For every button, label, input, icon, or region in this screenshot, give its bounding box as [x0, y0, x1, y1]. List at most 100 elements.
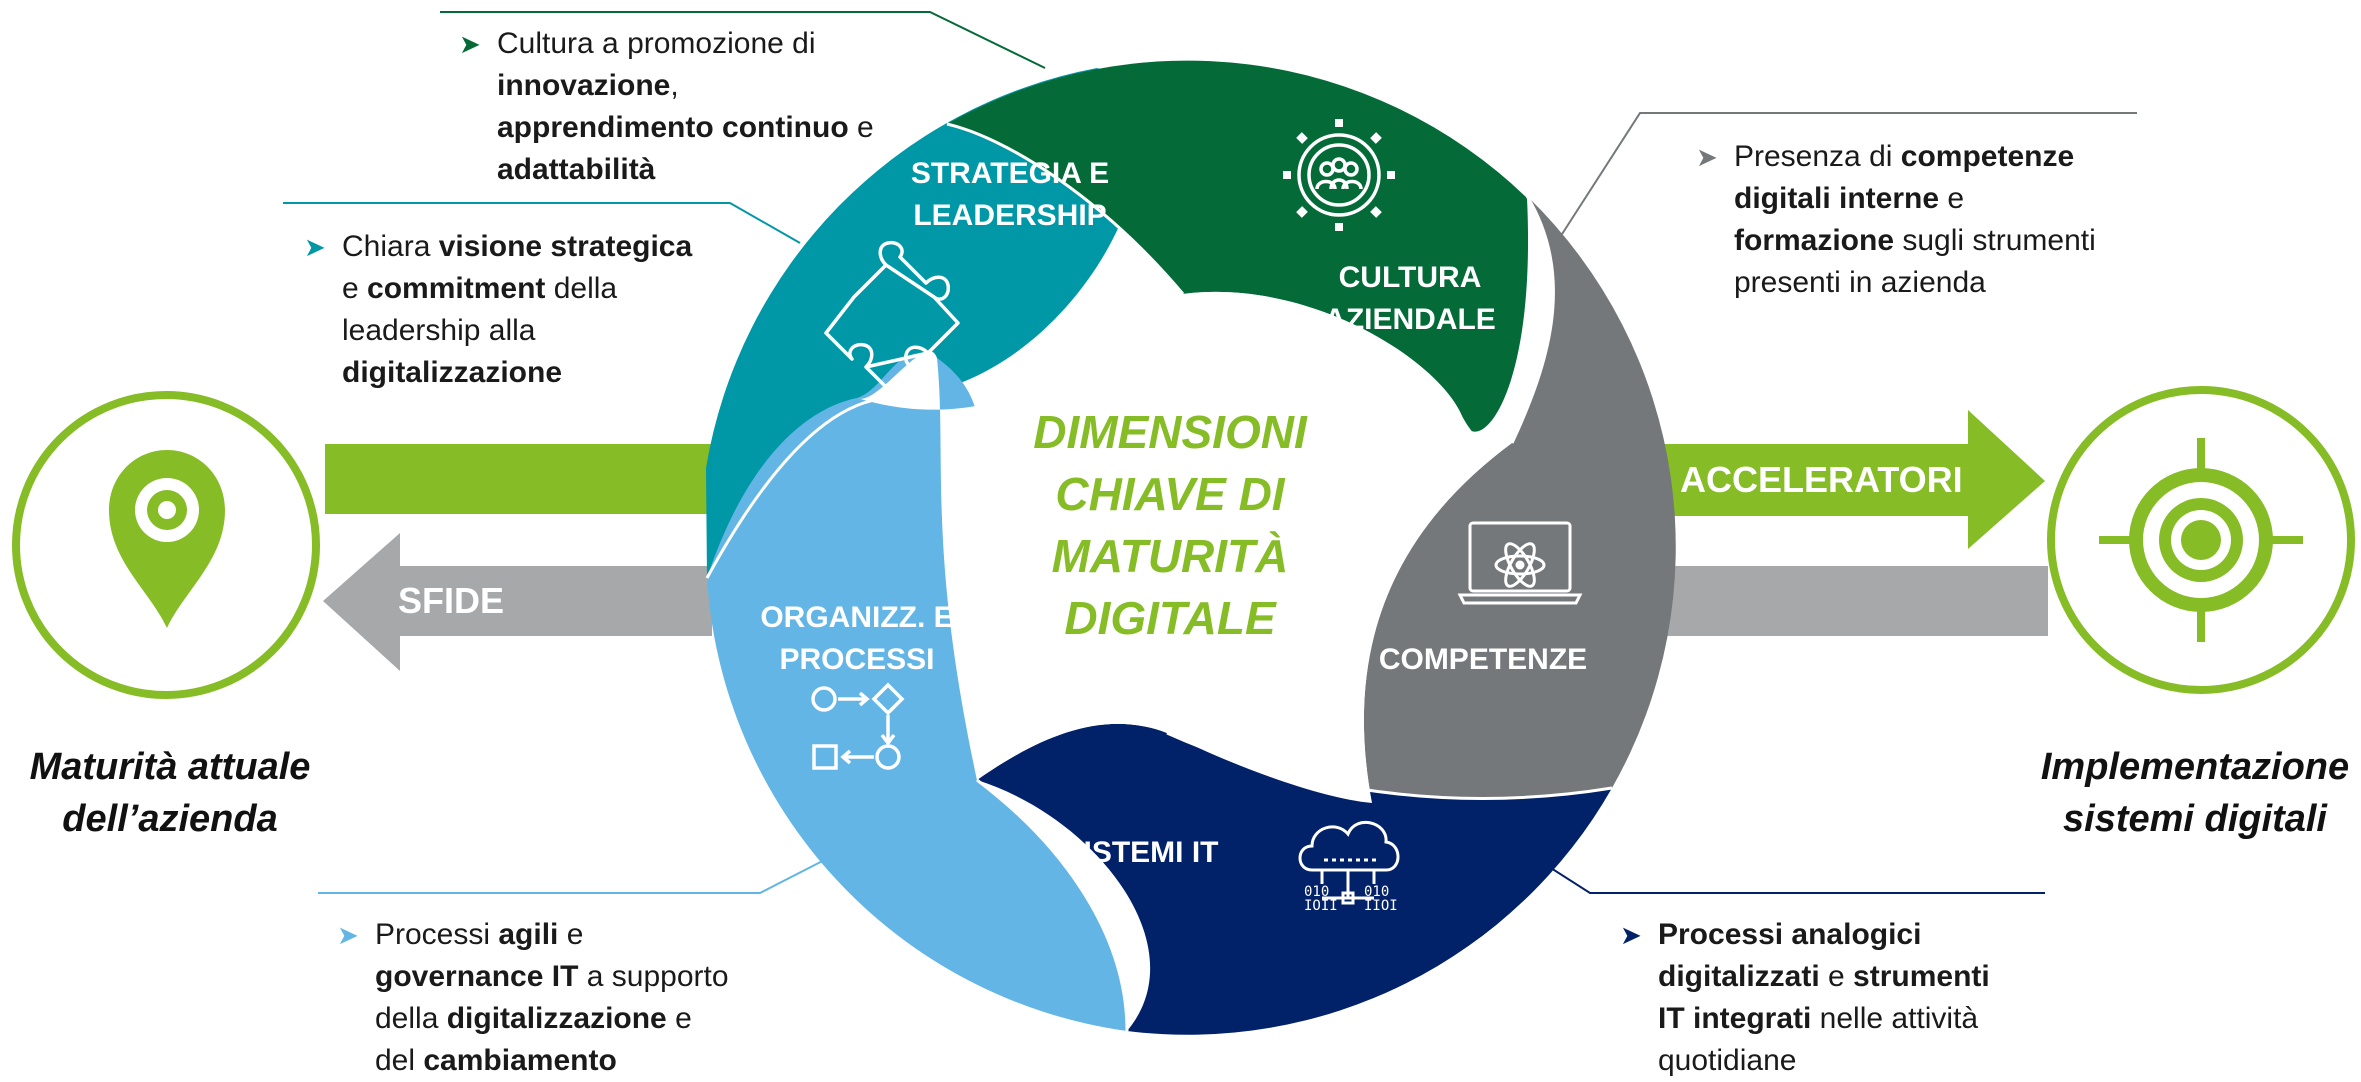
note-line: quotidiane	[1658, 1040, 1990, 1082]
note-line: Chiara visione strategica	[342, 226, 692, 268]
note-line: digitalizzati e strumenti	[1658, 956, 1990, 998]
note-text-run: a supporto	[578, 960, 729, 993]
segment-sistemi	[977, 723, 1612, 1035]
arrow-acceleratori	[1645, 410, 2045, 549]
caption-left-line1: Maturità attuale	[29, 746, 311, 788]
note-text-run: della	[545, 272, 618, 305]
note-bold-run: competenze	[1900, 140, 2075, 173]
connector-cultura	[440, 11, 1046, 69]
connector-competenze	[1554, 112, 2137, 246]
note-bullet-competenze: ➤	[1696, 142, 1718, 172]
segment-organizz	[707, 353, 1127, 1031]
note-text-run: presenti in azienda	[1734, 266, 1986, 299]
label-organizz-line2: PROCESSI	[779, 643, 935, 676]
segment-cultura	[947, 60, 1529, 432]
note-text-run: Presenza di	[1734, 140, 1901, 173]
center-star	[857, 291, 1512, 803]
segment-competenze	[1363, 196, 1676, 811]
center-title-line3: MATURITÀ	[1051, 530, 1289, 582]
note-line: leadership alla	[342, 310, 692, 352]
note-text-run: ,	[670, 69, 679, 102]
puzzle-icon	[824, 240, 960, 395]
note-line: digitalizzazione	[342, 352, 692, 394]
note-line: innovazione,	[497, 65, 874, 107]
map-pin-icon	[109, 450, 225, 628]
note-bold-run: strumenti	[1853, 960, 1990, 993]
note-text-run: Cultura a promozione di	[497, 27, 816, 60]
center-title-line1: DIMENSIONI	[1033, 406, 1307, 458]
label-organizz: ORGANIZZ. E PROCESSI	[722, 597, 992, 681]
note-text-run: e	[666, 1002, 692, 1035]
team-gear-icon	[1283, 119, 1395, 231]
label-strategia: STRATEGIA E LEADERSHIP	[880, 153, 1140, 237]
label-competenze: COMPETENZE	[1353, 639, 1613, 681]
note-line: del cambiamento	[375, 1040, 729, 1082]
note-bullet-sistemi: ➤	[1620, 920, 1642, 950]
caption-right: Implementazione sistemi digitali	[2030, 741, 2360, 845]
note-text-run: leadership alla	[342, 314, 536, 347]
note-bullet-cultura: ➤	[459, 29, 481, 59]
note-line: IT integrati nelle attività	[1658, 998, 1990, 1040]
note-text-run: del	[375, 1044, 424, 1077]
caption-left-line2: dell’azienda	[62, 798, 278, 840]
note-line: digitali interne e	[1734, 178, 2096, 220]
arrow-green-left-bar	[325, 444, 715, 514]
connector-organizz	[318, 851, 841, 894]
note-bold-run: innovazione	[497, 69, 671, 102]
note-text-run: e	[1819, 960, 1854, 993]
note-bold-run: digitalizzazione	[446, 1002, 667, 1035]
note-line: presenti in azienda	[1734, 262, 2096, 304]
svg-text:010: 010	[1364, 884, 1389, 900]
note-line: e commitment della	[342, 268, 692, 310]
cloud-network-icon: 010 IOII 010 IIOI	[1298, 821, 1400, 914]
arrow-label-acceleratori: ACCELERATORI	[1680, 459, 1963, 500]
note-text-run: e	[342, 272, 368, 305]
note-bullet-organizz: ➤	[337, 920, 359, 950]
note-text-run: nelle attività	[1811, 1002, 1979, 1035]
center-title-line4: DIGITALE	[1064, 592, 1276, 644]
label-organizz-line1: ORGANIZZ. E	[760, 601, 954, 634]
caption-left: Maturità attuale dell’azienda	[0, 741, 340, 845]
caption-right-line1: Implementazione	[2040, 746, 2350, 788]
note-bold-run: digitali interne	[1734, 182, 1940, 215]
segment-strategia	[706, 68, 1141, 578]
note-text-run: e	[558, 918, 584, 951]
note-bold-run: digitalizzati	[1658, 960, 1820, 993]
label-strategia-line1: STRATEGIA E	[910, 157, 1110, 190]
note-line: Cultura a promozione di	[497, 23, 874, 65]
center-title-line2: CHIAVE DI	[1055, 468, 1285, 520]
caption-right-line2: sistemi digitali	[2063, 798, 2327, 840]
connector-strategia	[283, 202, 801, 244]
note-text-run: Processi	[375, 918, 499, 951]
label-cultura: CULTURA AZIENDALE	[1280, 257, 1540, 341]
note-bold-run: adattabilità	[497, 153, 656, 186]
note-bold-run: visione strategica	[438, 230, 693, 263]
note-line: adattabilità	[497, 149, 874, 191]
arrow-sfide	[323, 533, 712, 671]
note-text-run: sugli strumenti	[1894, 224, 2096, 257]
note-text-run: della	[375, 1002, 447, 1035]
arrow-label-sfide: SFIDE	[398, 580, 505, 621]
note-line: Presenza di competenze	[1734, 136, 2096, 178]
note-line: della digitalizzazione e	[375, 998, 729, 1040]
note-bold-run: digitalizzazione	[342, 356, 563, 389]
note-text-run: e	[848, 111, 874, 144]
svg-text:010: 010	[1304, 884, 1329, 900]
process-flow-icon	[811, 682, 905, 770]
note-line: Processi analogici	[1658, 914, 1990, 956]
note-bold-run: commitment	[367, 272, 546, 305]
note-bold-run: governance IT	[375, 960, 579, 993]
note-line: apprendimento continuo e	[497, 107, 874, 149]
center-title: DIMENSIONI CHIAVE DI MATURITÀ DIGITALE	[1000, 401, 1340, 649]
connector-sistemi	[1514, 844, 2045, 894]
arrow-grey-right-bar	[1640, 566, 2048, 636]
label-sistemi: SISTEMI IT	[1011, 832, 1271, 874]
note-text-run: Chiara	[342, 230, 439, 263]
note-line: governance IT a supporto	[375, 956, 729, 998]
laptop-atom-icon	[1457, 521, 1583, 605]
